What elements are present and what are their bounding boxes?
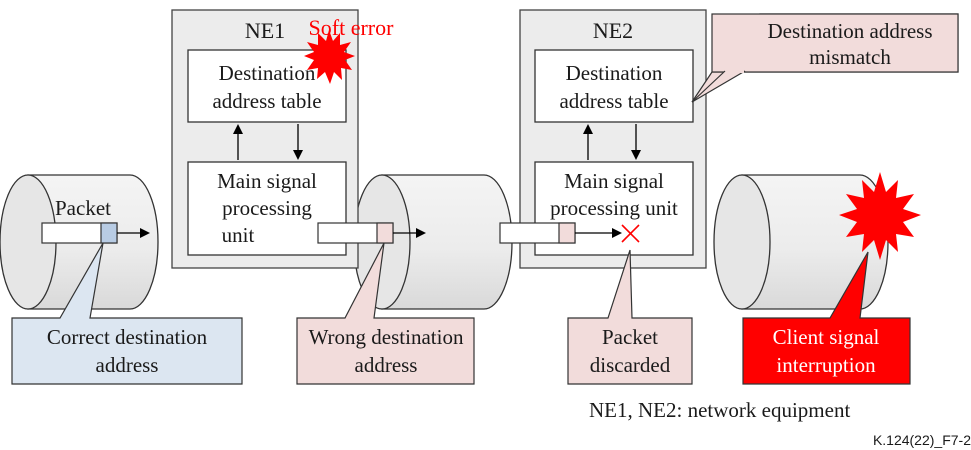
discard-x-icon xyxy=(621,224,640,243)
ne1-title: NE1 xyxy=(245,18,285,43)
soft-error-label: Soft error xyxy=(309,15,395,40)
packet-3 xyxy=(499,222,576,244)
callout-client-interruption xyxy=(742,251,911,385)
packet-1 xyxy=(41,222,118,244)
callout-correct-destination xyxy=(11,242,243,385)
ne1-unit-label-line2: processing xyxy=(222,196,312,220)
callout-interruption-line1: Client signal xyxy=(773,325,880,349)
ne2-unit-label-line2: processing unit xyxy=(550,196,678,220)
figure-id: K.124(22)_F7-2 xyxy=(873,432,971,448)
pipe-segment-3 xyxy=(713,174,889,310)
packet-2 xyxy=(317,222,394,244)
packet-label: Packet xyxy=(55,196,111,220)
ne2-table-label-line1: Destination xyxy=(566,61,663,85)
callout-wrong-destination xyxy=(296,242,475,385)
ne1-unit-label-line3: unit xyxy=(222,223,255,247)
callout-correct-line1: Correct destination xyxy=(47,325,208,349)
callout-discarded-line2: discarded xyxy=(590,353,671,377)
callout-interruption-line2: interruption xyxy=(776,353,876,377)
mismatch-callout-line1: Destination address xyxy=(767,19,932,43)
interruption-starburst-icon xyxy=(839,172,921,260)
callout-correct-line2: address xyxy=(96,353,159,377)
ne2-table-label-line2: address table xyxy=(559,89,668,113)
callout-wrong-line1: Wrong destination xyxy=(309,325,464,349)
callout-packet-discarded xyxy=(567,249,693,385)
ne2-unit-label-line1: Main signal xyxy=(564,169,664,193)
callout-wrong-line2: address xyxy=(355,353,418,377)
ne1-table-label-line1: Destination xyxy=(219,61,316,85)
ne2-title: NE2 xyxy=(593,18,633,43)
ne2-processing-unit xyxy=(534,161,694,256)
callout-discarded-line1: Packet xyxy=(602,325,658,349)
ne1-table-label-line2: address table xyxy=(212,89,321,113)
legend-note: NE1, NE2: network equipment xyxy=(589,398,850,422)
mismatch-callout-line2: mismatch xyxy=(809,45,891,69)
ne2-address-table xyxy=(534,49,694,123)
ne1-unit-label-line1: Main signal xyxy=(217,169,317,193)
soft-error-starburst-icon xyxy=(304,30,355,84)
